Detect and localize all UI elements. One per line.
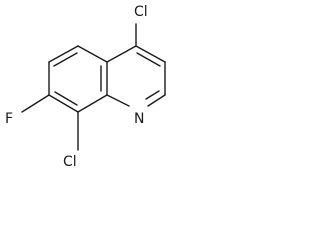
bond-c5-c6 — [48, 45, 79, 63]
chlorine-4-label: Cl — [134, 4, 148, 20]
bond-c4a-c5 — [77, 45, 108, 63]
bond-c7-c8 — [48, 94, 79, 113]
bond-n1-c8a — [106, 94, 130, 107]
bond-c4a-c4 — [106, 45, 137, 63]
structure-diagram: Cl F Cl N — [0, 0, 184, 178]
bond-c7-f — [21, 94, 50, 113]
bond-c5-c6-double — [53, 52, 78, 67]
bond-c2-n1-double — [145, 90, 160, 100]
bond-c4-c3 — [135, 45, 166, 63]
bond-c8-c8a — [77, 94, 108, 113]
bond-c2-n1 — [147, 94, 166, 107]
fluorine-7-label: F — [5, 111, 14, 127]
chlorine-8-label: Cl — [63, 154, 77, 170]
molecule-skeleton — [21, 23, 166, 151]
bond-c4-c3-double — [136, 52, 161, 67]
nitrogen-1-label: N — [134, 111, 145, 127]
bond-c7-c8-double — [54, 91, 78, 106]
